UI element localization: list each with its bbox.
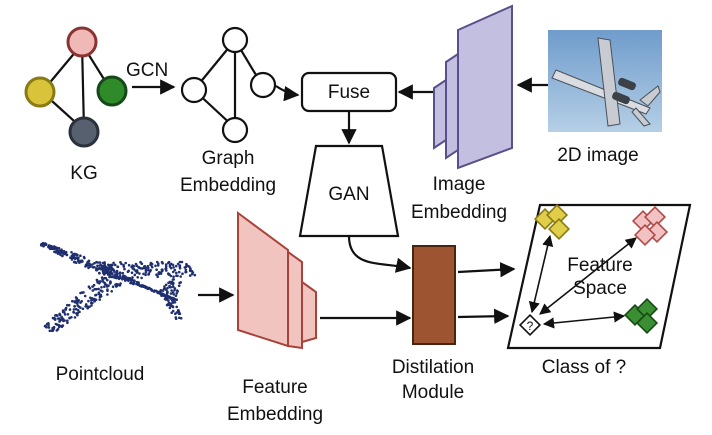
feature-embedding-label-2: Embedding: [227, 404, 323, 425]
graph-node-1: [221, 26, 249, 54]
graph-to-fuse-arrow: [275, 85, 300, 102]
gan-label: GAN: [328, 184, 369, 205]
distillation-to-space-arrow-1: [457, 262, 516, 278]
kg-node-yellow: [24, 76, 56, 108]
image-embedding-label-1: Image: [433, 174, 486, 195]
gan-to-distillation-arrow: [347, 235, 412, 273]
graph-embedding: Graph Embedding: [180, 26, 277, 196]
class-query-label: Class of ?: [542, 357, 626, 378]
airplane-pointcloud: [39, 241, 197, 333]
graph-embedding-label-1: Graph: [202, 148, 255, 169]
kg-node-red: [66, 26, 98, 58]
class-cluster-yellow: [533, 203, 571, 241]
kg-node-gray: [68, 116, 100, 148]
image-embedding-label-2: Embedding: [411, 202, 507, 223]
knowledge-graph: KG: [24, 26, 128, 184]
pointcloud-label: Pointcloud: [56, 364, 145, 385]
graph-node-2: [180, 76, 208, 104]
graph-embedding-label-2: Embedding: [180, 175, 276, 196]
gcn-label: GCN: [126, 60, 168, 81]
fuse-label: Fuse: [328, 82, 370, 103]
query-mark: ?: [527, 319, 534, 333]
class-cluster-pink: [631, 205, 669, 247]
kg-label: KG: [70, 163, 97, 184]
distillation-label-2: Module: [402, 382, 464, 403]
distillation-label-1: Distilation: [392, 357, 474, 378]
gan-block: [298, 144, 400, 238]
class-cluster-green: [623, 297, 659, 335]
query-point: [518, 313, 542, 337]
distillation-to-space-arrow-2: [457, 308, 510, 324]
graph-node-4: [221, 116, 249, 144]
distillation-module: [412, 245, 456, 345]
image-2d-label: 2D image: [557, 145, 638, 166]
feature-embedding-stack: [237, 211, 317, 350]
distance-arrow-green: [542, 311, 626, 329]
image-embedding-stack: [433, 4, 513, 170]
kg-node-green: [96, 75, 128, 107]
graph-node-3: [249, 71, 277, 99]
distance-arrow-pink: [539, 237, 637, 315]
airplane-photo: [548, 30, 662, 132]
feature-embedding-label-1: Feature: [242, 377, 307, 398]
